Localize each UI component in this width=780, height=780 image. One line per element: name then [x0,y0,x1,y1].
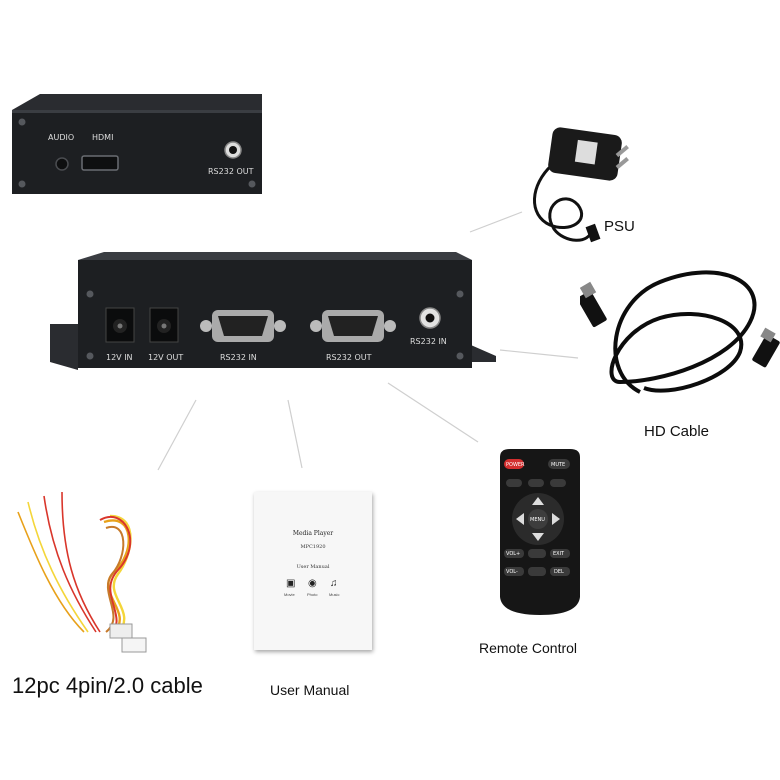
remote-mute-label: MUTE [551,462,565,468]
leader-line-manual [287,399,303,469]
wire-harness-image [14,492,154,662]
psu-caption: PSU [604,218,635,235]
hd-cable-caption: HD Cable [644,423,710,440]
rs232-out-label-main: RS232 OUT [326,353,372,362]
manual-icon-label-music: Music [329,592,340,597]
dc-in-label: 12V IN [106,353,133,362]
rs232-in-port [200,310,286,342]
manual-subtitle: User Manual [296,564,330,570]
hdmi-port [81,155,119,171]
rs232-out-label: RS232 OUT [208,167,254,176]
leader-line-hd-cable [499,349,579,359]
remote-control-caption: Remote Control [479,640,578,656]
remote-control-image: POWER MUTE MENU VOL+ EXIT VOL- DEL [494,447,586,617]
psu-image [520,125,640,255]
manual-title: Media Player [292,530,334,537]
leader-line-cable [157,399,197,471]
manual-model: MPC1920 [300,544,326,550]
dc-out-label: 12V OUT [148,353,183,362]
rs232-in-jack-label: RS232 IN [410,337,447,346]
remote-power-label: POWER [506,462,525,468]
rs232-in-jack [425,313,435,323]
hd-cable-image [580,262,780,412]
remote-vol-up-label: VOL+ [506,551,520,557]
film-icon: ▣ [286,578,296,589]
hdmi-label: HDMI [92,133,113,142]
audio-label: AUDIO [48,133,74,142]
remote-vol-down-label: VOL- [506,569,518,575]
rs232-out-jack [229,146,237,154]
leader-line-remote [387,382,479,443]
top-device: AUDIO HDMI RS232 OUT [10,92,266,202]
user-manual-caption: User Manual [270,682,350,698]
user-manual-image: Media Player MPC1920 User Manual ▣ ◉ ♫ M… [254,492,372,650]
manual-icon-label-movie: Movie [284,592,295,597]
camera-icon: ◉ [308,578,317,589]
cable-caption: 12pc 4pin/2.0 cable [12,673,203,698]
remote-menu-label: MENU [530,517,545,523]
manual-icon-label-photo: Photo [307,592,318,597]
leader-line-psu [469,211,523,233]
remote-exit-label: EXIT [553,551,565,557]
rs232-out-port [310,310,396,342]
rs232-in-label: RS232 IN [220,353,257,362]
remote-del-label: DEL [554,569,564,575]
music-note-icon: ♫ [330,578,338,589]
main-device: 12V IN 12V OUT RS232 IN RS232 OUT RS232 … [44,250,500,378]
audio-jack [55,157,69,171]
